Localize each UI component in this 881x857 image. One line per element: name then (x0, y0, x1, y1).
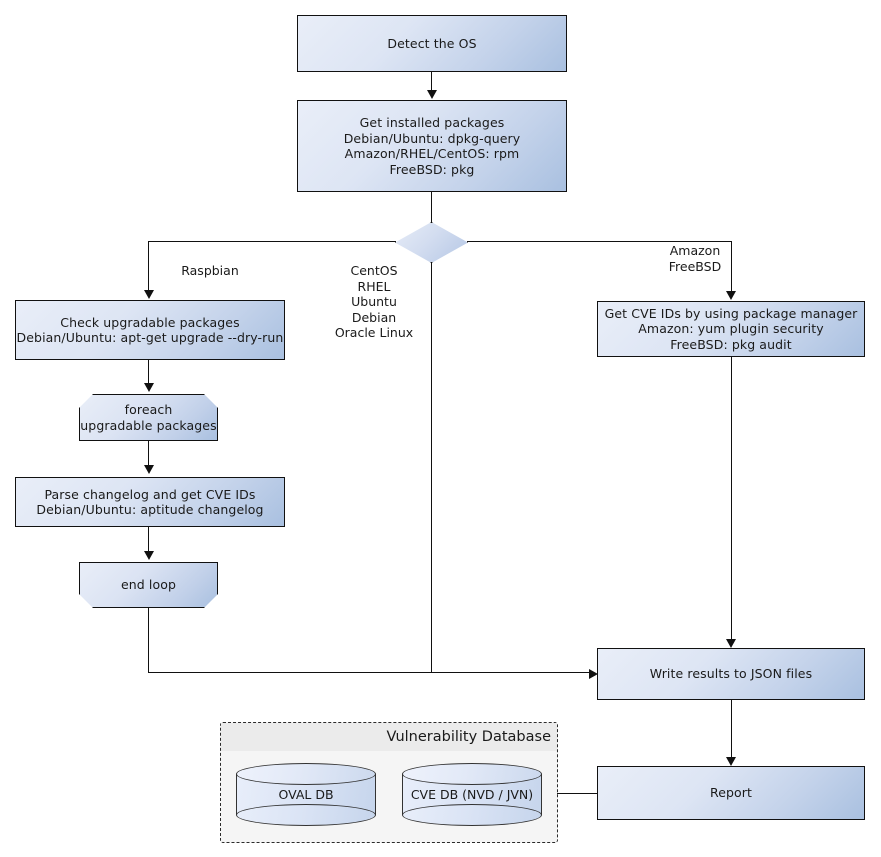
edge-database-to-report (557, 792, 598, 794)
node-foreach-label: foreach upgradable packages (80, 402, 217, 433)
edge-decision-right-horizontal (467, 241, 732, 243)
edge-packages-to-decision (431, 192, 433, 223)
node-os-decision[interactable] (395, 222, 468, 263)
node-end-loop-label: end loop (120, 577, 177, 593)
arrowhead-to-write-results (589, 668, 598, 679)
arrowhead-right-branch (726, 291, 736, 300)
cylinder-top (402, 763, 542, 785)
arrowhead-left-branch (143, 290, 154, 299)
diamond-shape (395, 222, 468, 263)
edge-label-center-branch: CentOS RHEL Ubuntu Debian Oracle Linux (334, 263, 414, 340)
edge-label-left-branch: Raspbian (181, 263, 239, 278)
edge-endloop-down (148, 608, 150, 673)
edge-write-to-report (730, 700, 732, 758)
edge-decision-left-vertical (148, 241, 150, 292)
edge-decision-right-vertical (730, 241, 732, 293)
database-oval-db-label: OVAL DB (278, 787, 334, 802)
edge-getcve-to-write (730, 357, 732, 640)
cylinder-bottom (402, 804, 542, 826)
edge-decision-left-horizontal (148, 241, 396, 243)
node-detect-os[interactable]: Detect the OS (297, 15, 567, 72)
edge-parse-to-endloop (148, 527, 150, 553)
arrowhead-check-to-foreach (143, 383, 154, 392)
node-parse-changelog[interactable]: Parse changelog and get CVE IDs Debian/U… (15, 477, 285, 527)
arrowhead-foreach-to-parse (143, 465, 154, 474)
node-get-cve-ids[interactable]: Get CVE IDs by using package manager Ama… (597, 301, 865, 357)
database-oval-db[interactable]: OVAL DB (236, 763, 376, 826)
edge-foreach-to-parse (148, 441, 150, 466)
edge-check-to-foreach (148, 360, 150, 384)
node-get-installed-packages[interactable]: Get installed packages Debian/Ubuntu: dp… (297, 100, 567, 192)
node-end-loop[interactable]: end loop (79, 562, 218, 608)
arrowhead-write-to-report (726, 757, 736, 766)
edge-left-to-write-results (148, 672, 592, 674)
arrowhead-parse-to-endloop (143, 551, 154, 560)
node-check-upgradable[interactable]: Check upgradable packages Debian/Ubuntu:… (15, 300, 285, 360)
arrowhead-getcve-to-write (726, 639, 736, 648)
group-title: Vulnerability Database (221, 723, 557, 751)
edge-decision-center-vertical (431, 262, 433, 673)
edge-label-right-branch: Amazon FreeBSD (668, 243, 722, 274)
arrowhead-detect-to-packages (426, 90, 437, 99)
node-foreach-loop-start[interactable]: foreach upgradable packages (79, 394, 218, 441)
database-cve-db-label: CVE DB (NVD / JVN) (410, 787, 534, 802)
loop-end-shape (79, 562, 218, 608)
loop-start-shape (79, 394, 218, 441)
cylinder-top (236, 763, 376, 785)
node-report[interactable]: Report (597, 766, 865, 820)
database-cve-db[interactable]: CVE DB (NVD / JVN) (402, 763, 542, 826)
cylinder-bottom (236, 804, 376, 826)
edge-detect-to-packages (431, 72, 433, 92)
node-write-results[interactable]: Write results to JSON files (597, 648, 865, 700)
